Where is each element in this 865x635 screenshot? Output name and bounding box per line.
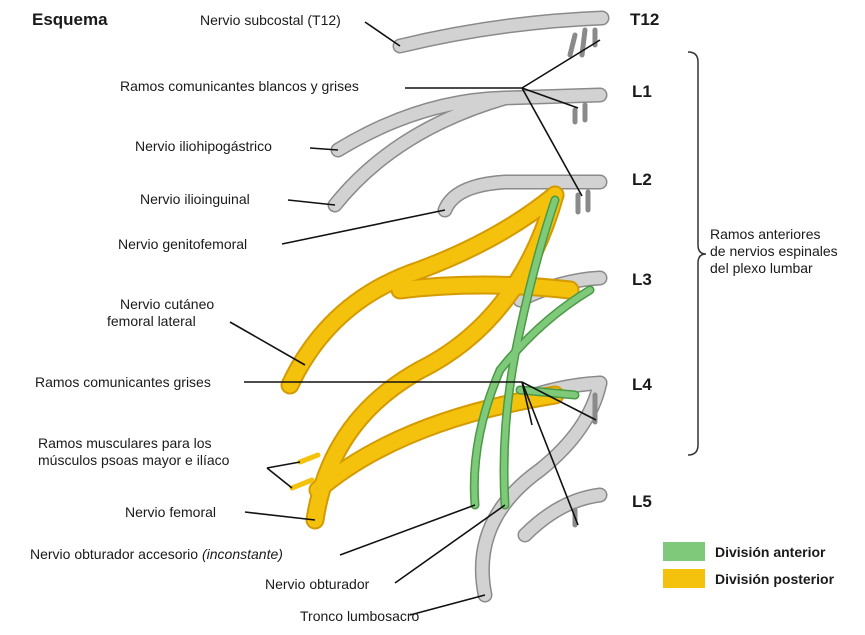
label-cutaneo-line1: Nervio cutáneo: [120, 296, 214, 313]
label-ramos-blancos-grises: Ramos comunicantes blancos y grises: [120, 78, 359, 95]
label-musculares-line2: músculos psoas mayor e ilíaco: [38, 452, 229, 469]
segment-t12: T12: [630, 10, 659, 30]
segment-l5: L5: [632, 492, 652, 512]
label-obturador: Nervio obturador: [265, 576, 369, 593]
l3-posterior-branch: [400, 285, 570, 290]
label-cutaneo-line2: femoral lateral: [107, 313, 196, 330]
segment-l4: L4: [632, 375, 652, 395]
segment-l2: L2: [632, 170, 652, 190]
segment-l3: L3: [632, 270, 652, 290]
label-femoral: Nervio femoral: [125, 504, 216, 521]
legend-swatch-anterior: [663, 542, 705, 561]
label-ilioinguinal: Nervio ilioinguinal: [140, 191, 250, 208]
label-tronco-lumbosacro: Tronco lumbosacro: [300, 608, 419, 625]
legend-swatch-posterior: [663, 569, 705, 588]
segment-l1: L1: [632, 82, 652, 102]
label-obturador-accesorio: Nervio obturador accesorio (inconstante): [30, 546, 283, 563]
legend-label-anterior: División anterior: [715, 544, 825, 560]
label-subcostal: Nervio subcostal (T12): [200, 12, 341, 29]
brace-label-line2: de nervios espinales: [710, 243, 838, 260]
brace-label-line1: Ramos anteriores: [710, 226, 838, 243]
label-ramos-grises: Ramos comunicantes grises: [35, 374, 211, 391]
label-iliohipogastrico: Nervio iliohipogástrico: [135, 138, 272, 155]
brace-label: Ramos anteriores de nervios espinales de…: [710, 226, 838, 277]
bracket-brace: [688, 52, 706, 455]
label-genitofemoral: Nervio genitofemoral: [118, 236, 247, 253]
legend-posterior: División posterior: [663, 569, 834, 588]
brace-label-line3: del plexo lumbar: [710, 260, 838, 277]
legend-label-posterior: División posterior: [715, 571, 834, 587]
label-musculares-line1: Ramos musculares para los: [38, 435, 212, 452]
diagram-title: Esquema: [32, 10, 108, 30]
legend-anterior: División anterior: [663, 542, 825, 561]
label-inconstante-note: (inconstante): [202, 546, 283, 562]
